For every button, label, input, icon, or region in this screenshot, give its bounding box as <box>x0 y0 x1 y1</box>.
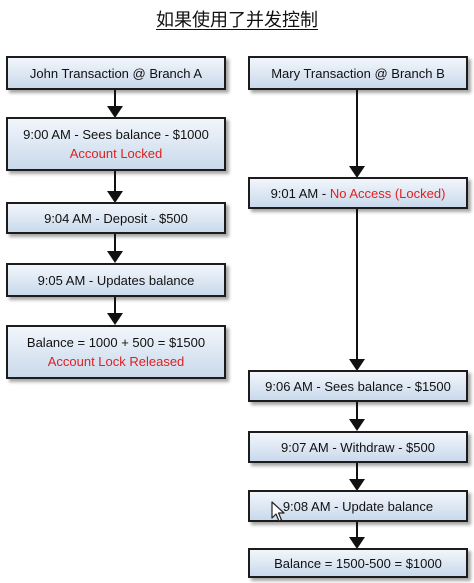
lock-released-status: Account Lock Released <box>47 354 185 369</box>
mary-step-no-access: 9:01 AM - No Access (Locked) <box>248 177 468 209</box>
mouse-cursor-icon <box>271 501 285 522</box>
mary-step-no-access-time: 9:01 AM - <box>270 185 330 201</box>
diagram-title: 如果使用了并发控制 <box>156 10 318 31</box>
mary-final-balance-text: Balance = 1500-500 = $1000 <box>274 555 442 571</box>
john-step-sees-balance-text: 9:00 AM - Sees balance - $1000 <box>23 127 209 142</box>
mary-step-update-balance-text: 9:08 AM - Update balance <box>282 498 434 514</box>
john-header-box: John Transaction @ Branch A <box>6 56 226 90</box>
mary-step-sees-balance: 9:06 AM - Sees balance - $1500 <box>248 370 468 402</box>
mary-arrow-5 <box>349 522 365 549</box>
john-arrow-4 <box>107 297 123 325</box>
john-final-balance-text: Balance = 1000 + 500 = $1500 <box>26 335 206 350</box>
mary-header-box: Mary Transaction @ Branch B <box>248 56 468 90</box>
mary-step-final-balance: Balance = 1500-500 = $1000 <box>248 548 468 578</box>
mary-step-update-balance: 9:08 AM - Update balance <box>248 490 468 522</box>
mary-header-label: Mary Transaction @ Branch B <box>271 65 445 81</box>
john-arrow-3 <box>107 234 123 263</box>
john-step-sees-balance: 9:00 AM - Sees balance - $1000 Account L… <box>6 117 226 171</box>
john-arrow-1 <box>107 90 123 118</box>
mary-step-withdraw: 9:07 AM - Withdraw - $500 <box>248 431 468 463</box>
no-access-status: No Access (Locked) <box>329 185 446 201</box>
mary-step-no-access-line: 9:01 AM - No Access (Locked) <box>271 184 446 203</box>
mary-arrow-3 <box>349 402 365 431</box>
john-step-deposit-text: 9:04 AM - Deposit - $500 <box>44 210 188 226</box>
john-step-deposit: 9:04 AM - Deposit - $500 <box>6 202 226 234</box>
account-locked-status: Account Locked <box>69 146 163 161</box>
mary-step-sees-balance-text: 9:06 AM - Sees balance - $1500 <box>265 378 451 394</box>
john-step-updates-balance-text: 9:05 AM - Updates balance <box>37 272 195 288</box>
john-step-final-balance: Balance = 1000 + 500 = $1500 Account Loc… <box>6 325 226 379</box>
john-arrow-2 <box>107 171 123 203</box>
john-header-label: John Transaction @ Branch A <box>29 65 203 81</box>
mary-arrow-1 <box>349 90 365 178</box>
mary-arrow-4 <box>349 463 365 491</box>
mary-step-withdraw-text: 9:07 AM - Withdraw - $500 <box>281 439 435 455</box>
john-step-updates-balance: 9:05 AM - Updates balance <box>6 263 226 297</box>
mary-arrow-2 <box>349 209 365 371</box>
